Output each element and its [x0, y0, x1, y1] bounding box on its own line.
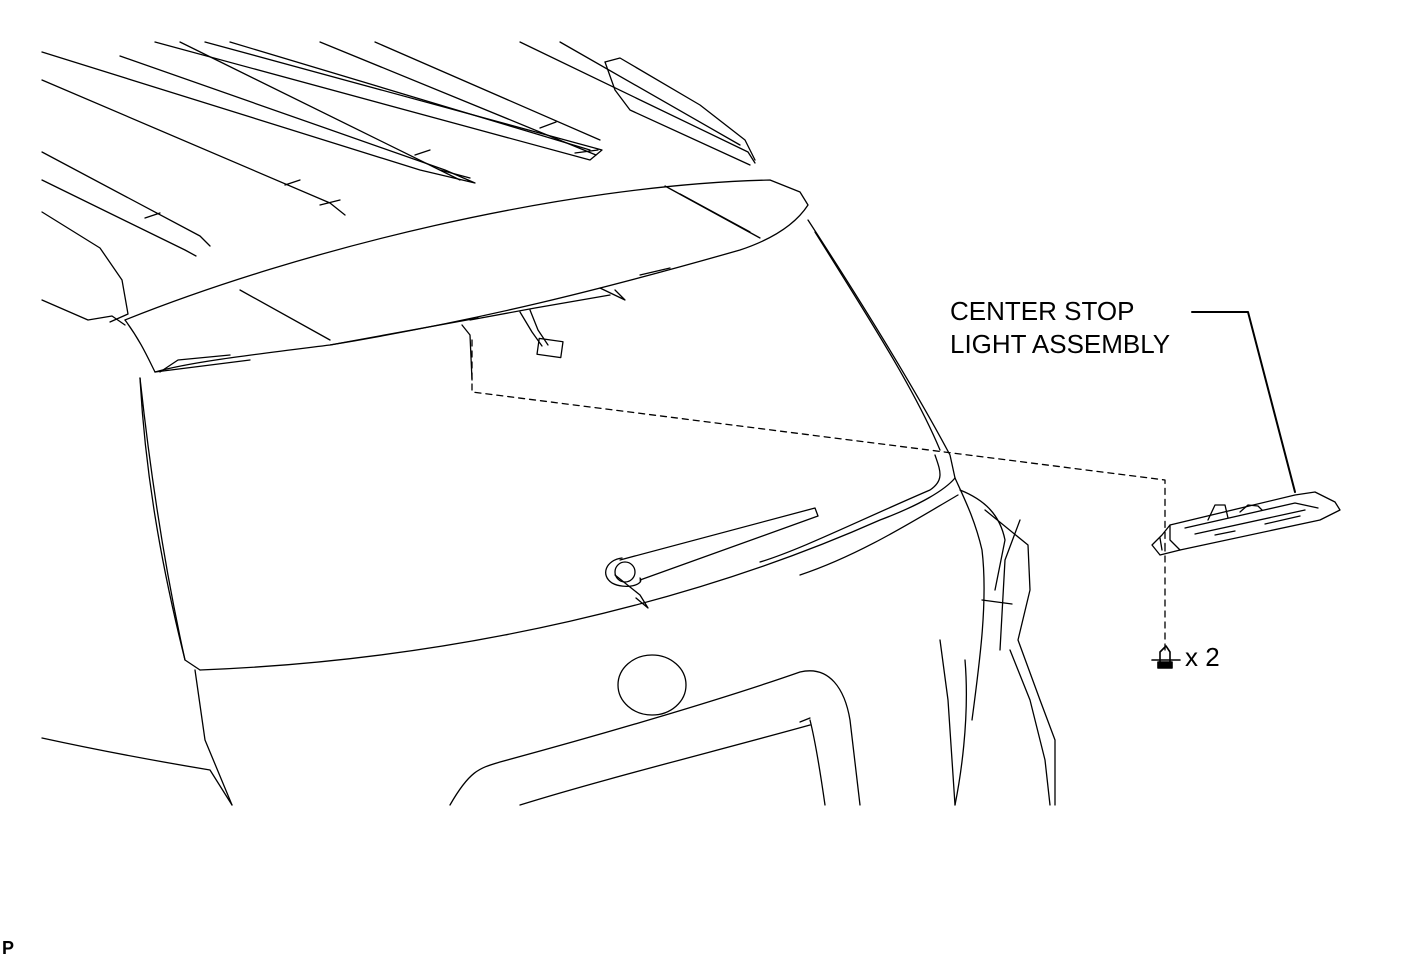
callout-label-line1: CENTER STOP: [950, 296, 1134, 326]
roof-rails: [41, 41, 756, 326]
callout-leader-line: [1191, 311, 1296, 493]
center-stop-light-part: [1151, 491, 1341, 556]
rear-spoiler: [124, 179, 809, 373]
callout-label-line2: LIGHT ASSEMBLY: [950, 329, 1170, 359]
rear-wiper: [605, 507, 819, 609]
clip-fastener-icon: [1151, 645, 1181, 669]
fastener-quantity: x 2: [1185, 642, 1220, 672]
lower-hatch: [41, 599, 1051, 806]
connector-harness: [461, 309, 564, 381]
rear-hatch: [139, 219, 1056, 806]
corner-code: P: [2, 938, 14, 958]
removal-direction-lines: [471, 339, 1166, 651]
